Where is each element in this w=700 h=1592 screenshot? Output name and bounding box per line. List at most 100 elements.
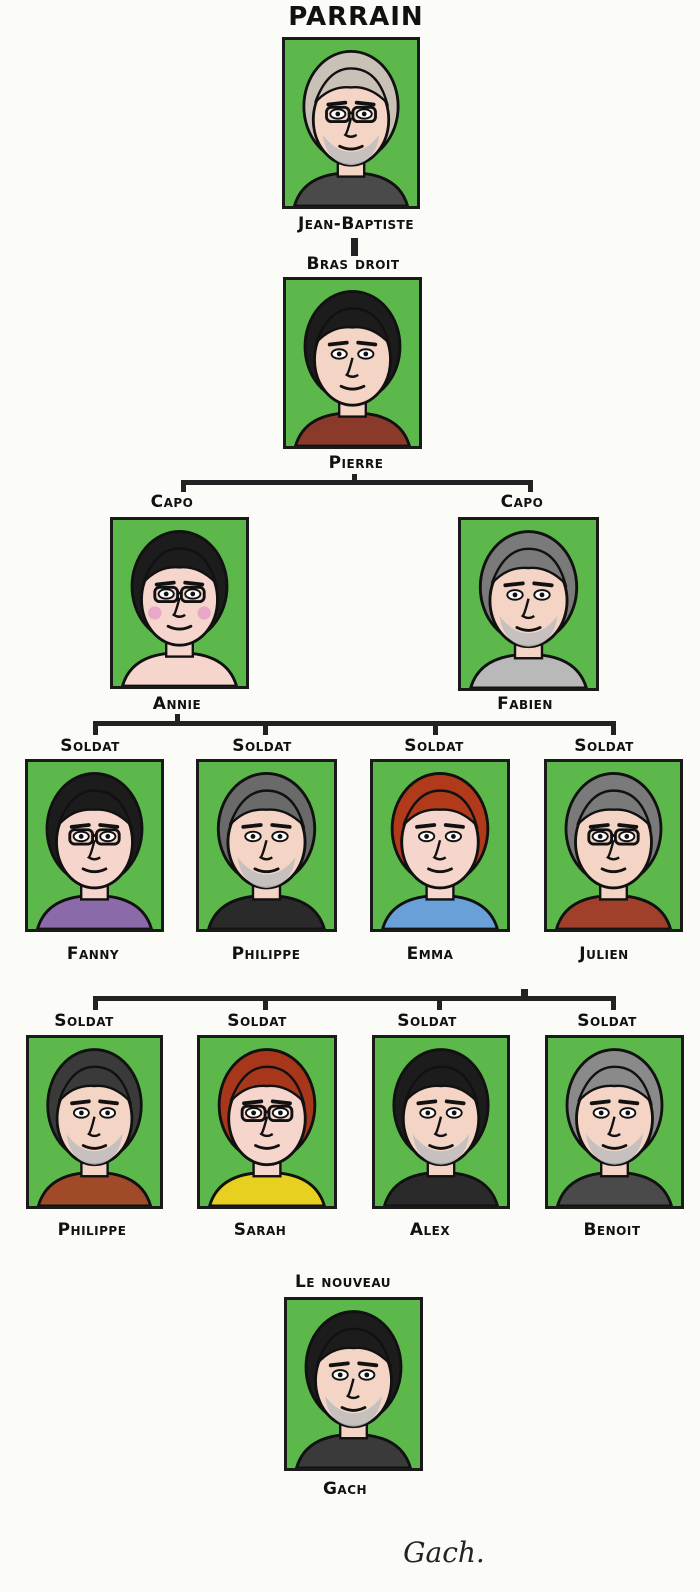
nose	[259, 1116, 274, 1138]
member-name-gach: Gach	[322, 1479, 368, 1499]
nose	[258, 839, 273, 861]
mouth	[166, 624, 193, 631]
nose	[345, 1378, 360, 1400]
beard	[586, 1134, 643, 1165]
glasses	[613, 828, 640, 846]
clothing	[382, 1170, 500, 1206]
pupil	[425, 1110, 431, 1116]
portrait-drawing	[36, 772, 153, 929]
nose	[606, 1116, 621, 1138]
portrait-drawing	[121, 529, 238, 686]
beard	[322, 134, 380, 166]
beard	[325, 1396, 382, 1427]
portrait-card-alex	[372, 1035, 510, 1209]
role-label-soldat: Soldat	[54, 1011, 114, 1031]
portrait-card-benoit	[545, 1035, 684, 1209]
eyebrow	[154, 580, 176, 587]
hair-fringe	[57, 1065, 133, 1106]
eyebrow	[532, 581, 554, 588]
member-name-emma: Emma	[406, 944, 454, 964]
nose	[86, 839, 101, 861]
eyebrow	[326, 100, 348, 107]
pupil	[451, 1110, 457, 1116]
mouth	[515, 626, 542, 632]
member-name-julien: Julien	[579, 944, 629, 964]
glasses	[587, 828, 614, 846]
portrait-card-fanny	[25, 759, 164, 932]
role-label-soldat: Soldat	[404, 736, 464, 756]
connector-line	[93, 996, 616, 1001]
pupil	[364, 1372, 370, 1378]
hair-fringe	[57, 789, 133, 830]
mouth	[338, 144, 364, 151]
member-name-fanny: Fanny	[66, 944, 120, 964]
pupil	[250, 834, 256, 839]
mouth	[428, 1144, 454, 1150]
eyebrow	[618, 1099, 640, 1106]
eyebrow	[98, 1099, 119, 1106]
role-label-soldat: Soldat	[577, 1011, 637, 1031]
hair-fringe	[402, 789, 479, 830]
eyebrow	[183, 580, 205, 587]
nose	[432, 839, 447, 861]
chart-title: PARRAIN	[288, 2, 424, 32]
eyebrow	[70, 1099, 91, 1106]
clothing	[295, 1432, 412, 1468]
nose	[171, 597, 186, 618]
eyebrow	[357, 1361, 379, 1368]
hair-fringe	[490, 547, 568, 588]
eyebrow	[354, 100, 376, 107]
portrait-drawing	[382, 1048, 500, 1206]
connector-line	[437, 996, 442, 1010]
nose	[344, 357, 359, 378]
clothing	[208, 1170, 326, 1206]
member-name-jean-baptiste: Jean-Baptiste	[297, 214, 415, 234]
hair-fringe	[142, 547, 218, 587]
eyebrow	[588, 823, 610, 829]
member-name-alex: Alex	[409, 1220, 451, 1240]
nose	[87, 1116, 101, 1138]
role-label-soldat: Soldat	[397, 1011, 457, 1031]
connector-line	[351, 238, 358, 256]
nose	[520, 598, 535, 620]
eyebrow	[503, 581, 525, 588]
connector-line	[433, 721, 438, 735]
member-name-annie: Annie	[152, 694, 202, 714]
hair-fringe	[315, 307, 391, 347]
mouth	[253, 867, 280, 874]
member-name-benoit: Benoit	[583, 1220, 641, 1240]
hair-fringe	[229, 1065, 306, 1106]
connector-line	[528, 480, 533, 492]
portrait-card-emma	[370, 759, 510, 932]
hair-fringe	[228, 789, 306, 830]
mouth	[600, 867, 627, 874]
portrait-card-gach	[284, 1297, 423, 1471]
mouth	[340, 1406, 367, 1412]
nose	[433, 1116, 448, 1138]
portrait-card-fabien	[458, 517, 599, 691]
pupil	[363, 351, 369, 357]
artist-signature: Gach.	[403, 1536, 485, 1569]
portrait-card-philippe	[196, 759, 337, 932]
glasses	[68, 828, 95, 846]
connector-line	[175, 714, 180, 724]
member-name-philippe-2: Philippe	[57, 1220, 127, 1240]
hair-fringe	[316, 1327, 392, 1368]
eyebrow	[617, 823, 639, 829]
pupil	[451, 834, 456, 839]
connector-line	[521, 989, 528, 998]
portrait-card-julien	[544, 759, 683, 932]
pupil	[361, 111, 367, 117]
connector-line	[611, 721, 616, 735]
portrait-drawing	[294, 289, 411, 446]
mouth	[81, 1144, 108, 1150]
role-label-soldat: Soldat	[60, 736, 120, 756]
eyebrow	[270, 1099, 292, 1106]
pupil	[424, 834, 429, 839]
connector-line	[263, 721, 268, 735]
eyebrow	[416, 1099, 438, 1106]
nose	[343, 117, 358, 138]
eyebrow	[69, 823, 91, 829]
connector-line	[181, 480, 186, 492]
portrait-drawing	[295, 1310, 412, 1468]
